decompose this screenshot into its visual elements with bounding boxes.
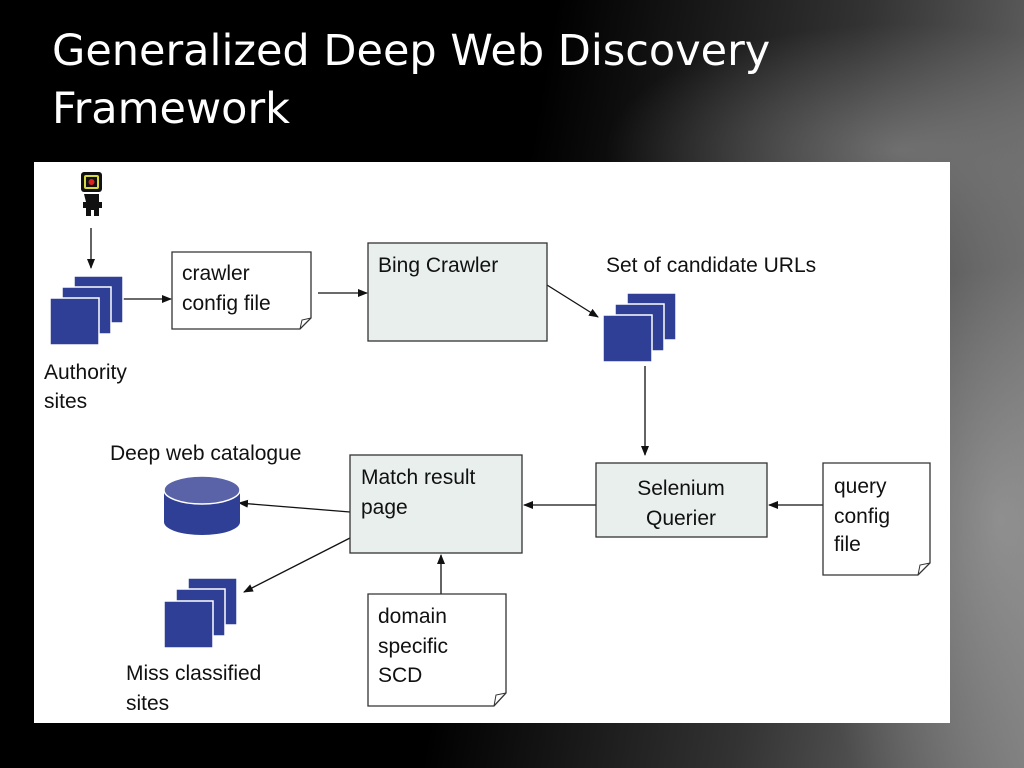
selenium-label: Selenium [637, 477, 725, 500]
query-config-label-2: config [834, 505, 890, 528]
domain-scd-label-3: SCD [378, 664, 422, 687]
candidate-urls-label: Set of candidate URLs [606, 254, 816, 277]
query-config-label: query [834, 475, 887, 498]
selenium-querier-box [595, 462, 768, 538]
miss-classified-stacked-pages-icon [163, 577, 238, 649]
crawler-config-document-icon [171, 251, 312, 330]
miss-classified-label-2: sites [126, 692, 169, 715]
crawler-config-label: crawler [182, 262, 250, 285]
edges [87, 228, 823, 594]
title-line-2: Framework [52, 84, 291, 134]
match-result-box [349, 454, 523, 554]
match-result-label-2: page [361, 496, 408, 519]
bing-crawler-box [367, 242, 548, 342]
match-result-label: Match result [361, 466, 476, 489]
authority-sites-stacked-pages-icon [49, 275, 124, 346]
authority-sites-label-2: sites [44, 390, 87, 413]
user-robot-icon [81, 172, 102, 216]
selenium-label-2: Querier [646, 507, 716, 530]
domain-scd-label-2: specific [378, 635, 448, 658]
query-config-document-icon [822, 462, 931, 576]
edge-bing-candidates [546, 284, 599, 318]
authority-sites-label: Authority [44, 361, 127, 384]
domain-scd-document-icon [367, 593, 507, 707]
edge-match-miss [243, 537, 351, 593]
database-icon [163, 475, 241, 535]
edge-match-catalogue [238, 499, 351, 513]
candidate-urls-stacked-pages-icon [602, 292, 677, 363]
query-config-label-3: file [834, 533, 861, 556]
domain-scd-label: domain [378, 605, 447, 628]
title-line-1: Generalized Deep Web Discovery [52, 26, 771, 76]
crawler-config-label-2: config file [182, 292, 271, 315]
catalogue-label: Deep web catalogue [110, 442, 301, 465]
miss-classified-label: Miss classified [126, 662, 261, 685]
bing-crawler-label: Bing Crawler [378, 254, 498, 277]
